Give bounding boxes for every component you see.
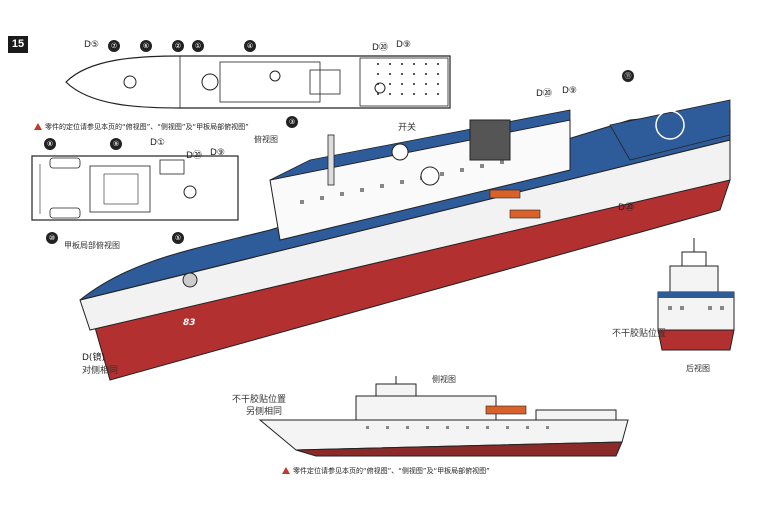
- top-marker-6: ⑥: [140, 40, 152, 52]
- side-view-illustration: [258, 376, 629, 457]
- hull-tag: D(镜): [82, 353, 105, 363]
- hull-number: 83: [183, 318, 196, 328]
- side-view-label: 侧视图: [432, 375, 456, 384]
- main-marker-d20: D⑳: [536, 89, 552, 99]
- step-number-badge: 15: [8, 36, 28, 53]
- deck-view-outline: [31, 155, 239, 221]
- top-view-outline: [65, 55, 451, 109]
- top-marker-4: ④: [244, 40, 256, 52]
- top-marker-d9: D⑨: [396, 40, 411, 50]
- deck-marker-d9: D⑨: [210, 148, 225, 158]
- warning-icon-bottom: [282, 467, 290, 474]
- top-note: 零件的定位请参见本页的“俯视图”、“侧视图”及“甲板局部俯视图”: [34, 122, 249, 132]
- main-marker-d9: D⑨: [562, 86, 577, 96]
- switch-label: 开关: [398, 123, 417, 133]
- top-marker-7: ⑦: [108, 40, 120, 52]
- deck-marker-d20: D⑳: [186, 151, 202, 161]
- bottom-note: 零件定位请参见本页的“俯视图”、“侧视图”及“甲板局部俯视图”: [282, 466, 490, 476]
- main-marker-d20-hull: D⑳: [618, 203, 634, 213]
- top-marker-3: ③: [286, 116, 298, 128]
- top-view-label: 俯视图: [254, 135, 278, 144]
- top-marker-1: ①: [192, 40, 204, 52]
- deck-marker-10: ⑩: [46, 232, 58, 244]
- deck-marker-9: ⑨: [110, 138, 122, 150]
- main-marker-11: ⑪: [622, 70, 634, 82]
- hull-note: 对侧相同: [82, 366, 119, 376]
- warning-icon: [34, 123, 42, 130]
- top-marker-2: ②: [172, 40, 184, 52]
- deck-marker-8: ⑧: [44, 138, 56, 150]
- main-ship-illustration: [79, 99, 731, 381]
- rear-view-illustration: [657, 238, 735, 351]
- rear-view-label: 后视图: [686, 364, 710, 373]
- side-position-note: 不干胶贴位置: [232, 395, 287, 405]
- deck-marker-5: ⑤: [172, 232, 184, 244]
- top-marker-d5: D⑤: [84, 40, 99, 50]
- deck-marker-d1: D①: [150, 138, 165, 148]
- rear-position-note: 不干胶贴位置: [612, 329, 667, 339]
- side-opposite-note: 另侧相同: [246, 407, 283, 417]
- top-note-text: 零件的定位请参见本页的“俯视图”、“侧视图”及“甲板局部俯视图”: [45, 123, 249, 131]
- deck-view-label: 甲板局部俯视图: [64, 241, 120, 250]
- bottom-note-text: 零件定位请参见本页的“俯视图”、“侧视图”及“甲板局部俯视图”: [293, 467, 490, 475]
- top-marker-d20: D⑳: [372, 43, 388, 53]
